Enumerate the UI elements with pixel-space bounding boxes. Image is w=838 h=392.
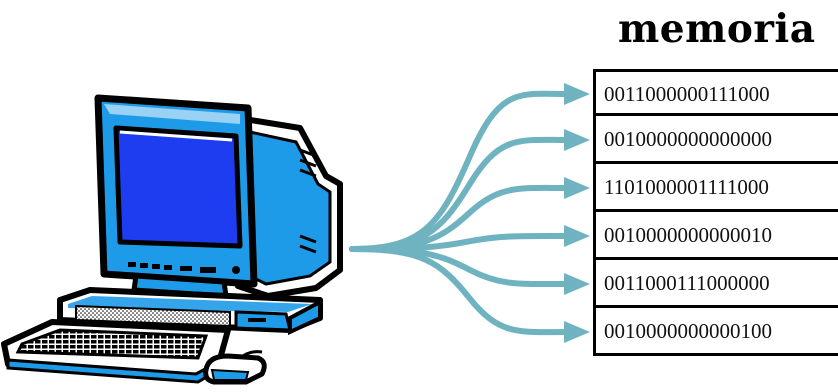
memory-cell: 0010000000000100 (596, 308, 838, 356)
monitor-front (98, 98, 254, 284)
memory-title: memoria (618, 6, 816, 52)
memory-table: 0011000000111000 0010000000000000 110100… (593, 69, 838, 356)
memory-arrowhead-3 (564, 177, 590, 199)
memory-cell: 0011000111000000 (596, 260, 838, 308)
memory-arrowhead-2 (564, 129, 590, 151)
memory-cell: 0010000000000000 (596, 116, 838, 164)
memory-access-arrows (352, 83, 590, 343)
memory-arrow-5 (352, 249, 566, 284)
memory-arrow-2 (352, 140, 566, 249)
memory-cell: 1101000001111000 (596, 164, 838, 212)
memory-cell: 0011000000111000 (596, 72, 838, 116)
memory-arrowhead-6 (564, 321, 590, 343)
memory-arrowhead-1 (564, 83, 590, 105)
keyboard (4, 322, 228, 382)
monitor-screen (116, 128, 240, 246)
memory-cell: 0010000000000010 (596, 212, 838, 260)
mouse-icon (206, 352, 265, 382)
desktop-computer-icon (4, 98, 340, 382)
memory-arrowhead-5 (564, 273, 590, 295)
memory-arrowhead-4 (564, 225, 590, 247)
